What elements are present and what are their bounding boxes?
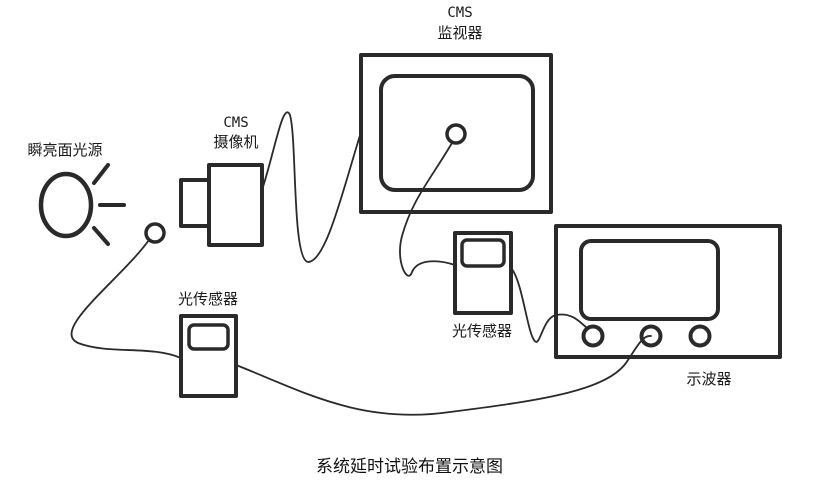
figure-caption: 系统延时试验布置示意图	[316, 457, 503, 477]
monitor-label: 监视器	[437, 24, 483, 42]
cable-monitor-probe-to-right-sensor	[399, 142, 456, 277]
light-source-icon	[38, 163, 126, 246]
camera-model-label: CMS	[223, 115, 249, 131]
monitor-model-label: CMS	[447, 5, 473, 21]
monitor-icon	[359, 53, 553, 214]
cable-left-sensor-to-oscilloscope	[235, 335, 652, 416]
camera-label: 摄像机	[213, 133, 259, 151]
light-sensor-right-label: 光传感器	[451, 322, 512, 340]
cable-probe-to-left-sensor	[70, 239, 182, 359]
cable-right-sensor-to-oscilloscope	[510, 267, 589, 343]
light-sensor-right-icon	[453, 231, 513, 315]
light-source-label: 瞬亮面光源	[27, 141, 103, 159]
cable-camera-to-monitor	[261, 111, 362, 263]
camera-icon	[179, 163, 264, 247]
light-sensor-left-icon	[179, 314, 238, 398]
oscilloscope-label: 示波器	[686, 370, 732, 388]
oscilloscope-icon	[554, 224, 782, 359]
light-sensor-left-label: 光传感器	[177, 290, 238, 308]
photo-probe-left	[144, 222, 166, 244]
